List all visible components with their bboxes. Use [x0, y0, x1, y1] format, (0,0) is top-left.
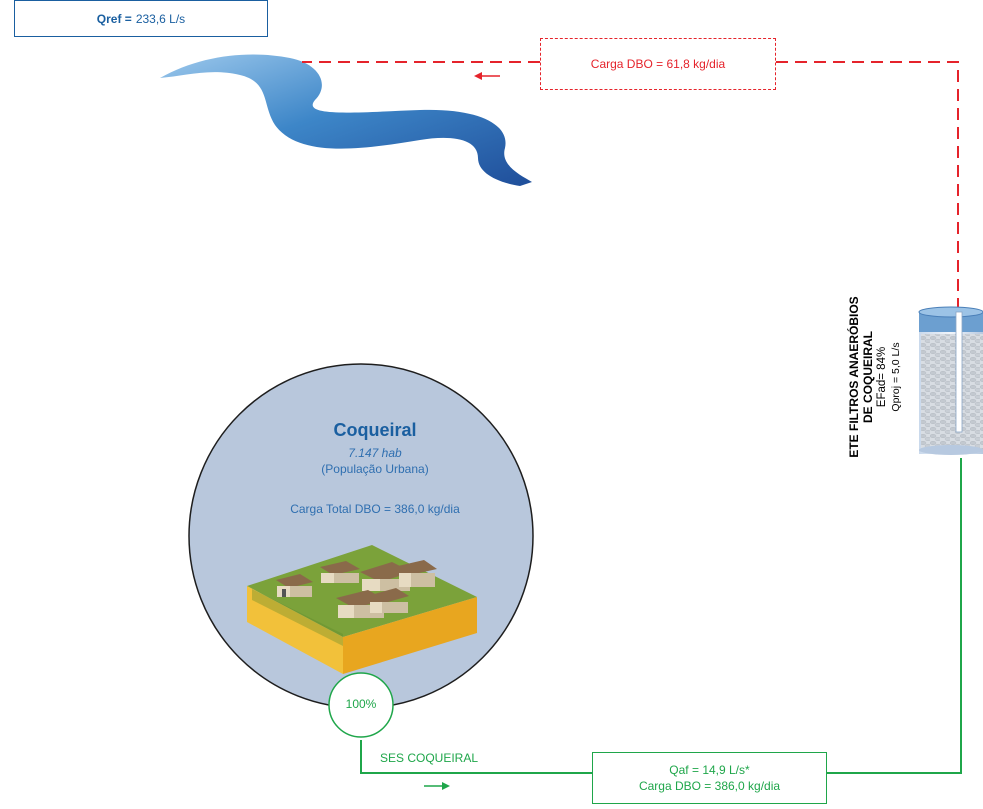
collection-percent-circle: [328, 672, 394, 738]
city-name: Coqueiral: [333, 420, 417, 440]
anaerobic-filter-tank-icon: [918, 306, 983, 455]
city-population-type: (População Urbana): [321, 462, 429, 476]
green-arrow-right-icon: [424, 782, 450, 790]
discharge-load-text: Carga DBO = 61,8 kg/dia: [590, 57, 726, 71]
collection-percent-label: 100%: [345, 697, 377, 711]
treatment-plant-title-line1: ETE FILTROS ANAERÓBIOS: [847, 296, 861, 458]
sewer-flow-text: Qaf = 14,9 L/s*: [669, 763, 750, 777]
reference-flow-box: Qref = 233,6 L/s: [14, 0, 268, 37]
reference-flow-label: Qref =: [96, 11, 132, 26]
red-arrow-left-icon: [474, 72, 500, 80]
discharge-load-box: Carga DBO = 61,8 kg/dia: [540, 38, 776, 90]
city-population: 7.147 hab: [348, 446, 402, 460]
river-icon: [160, 54, 532, 186]
sewer-flow-box: Qaf = 14,9 L/s* Carga DBO = 386,0 kg/dia: [592, 752, 827, 804]
treatment-plant-design-flow: Qproj = 5,0 L/s: [890, 342, 902, 412]
treatment-plant-efficiency: EFad= 84%: [876, 346, 888, 408]
raw-sewage-line-to-plant: [827, 458, 962, 774]
sewer-load-text: Carga DBO = 386,0 kg/dia: [638, 779, 781, 793]
treatment-plant-title-line2: DE COQUEIRAL: [861, 331, 875, 424]
sewer-system-name: SES COQUEIRAL: [380, 751, 479, 765]
reference-flow-value: 233,6 L/s: [135, 11, 186, 26]
treated-effluent-line: [776, 61, 959, 310]
city-total-load: Carga Total DBO = 386,0 kg/dia: [290, 502, 460, 516]
village-icon: [247, 545, 477, 674]
raw-sewage-line-from-city: [360, 740, 592, 774]
